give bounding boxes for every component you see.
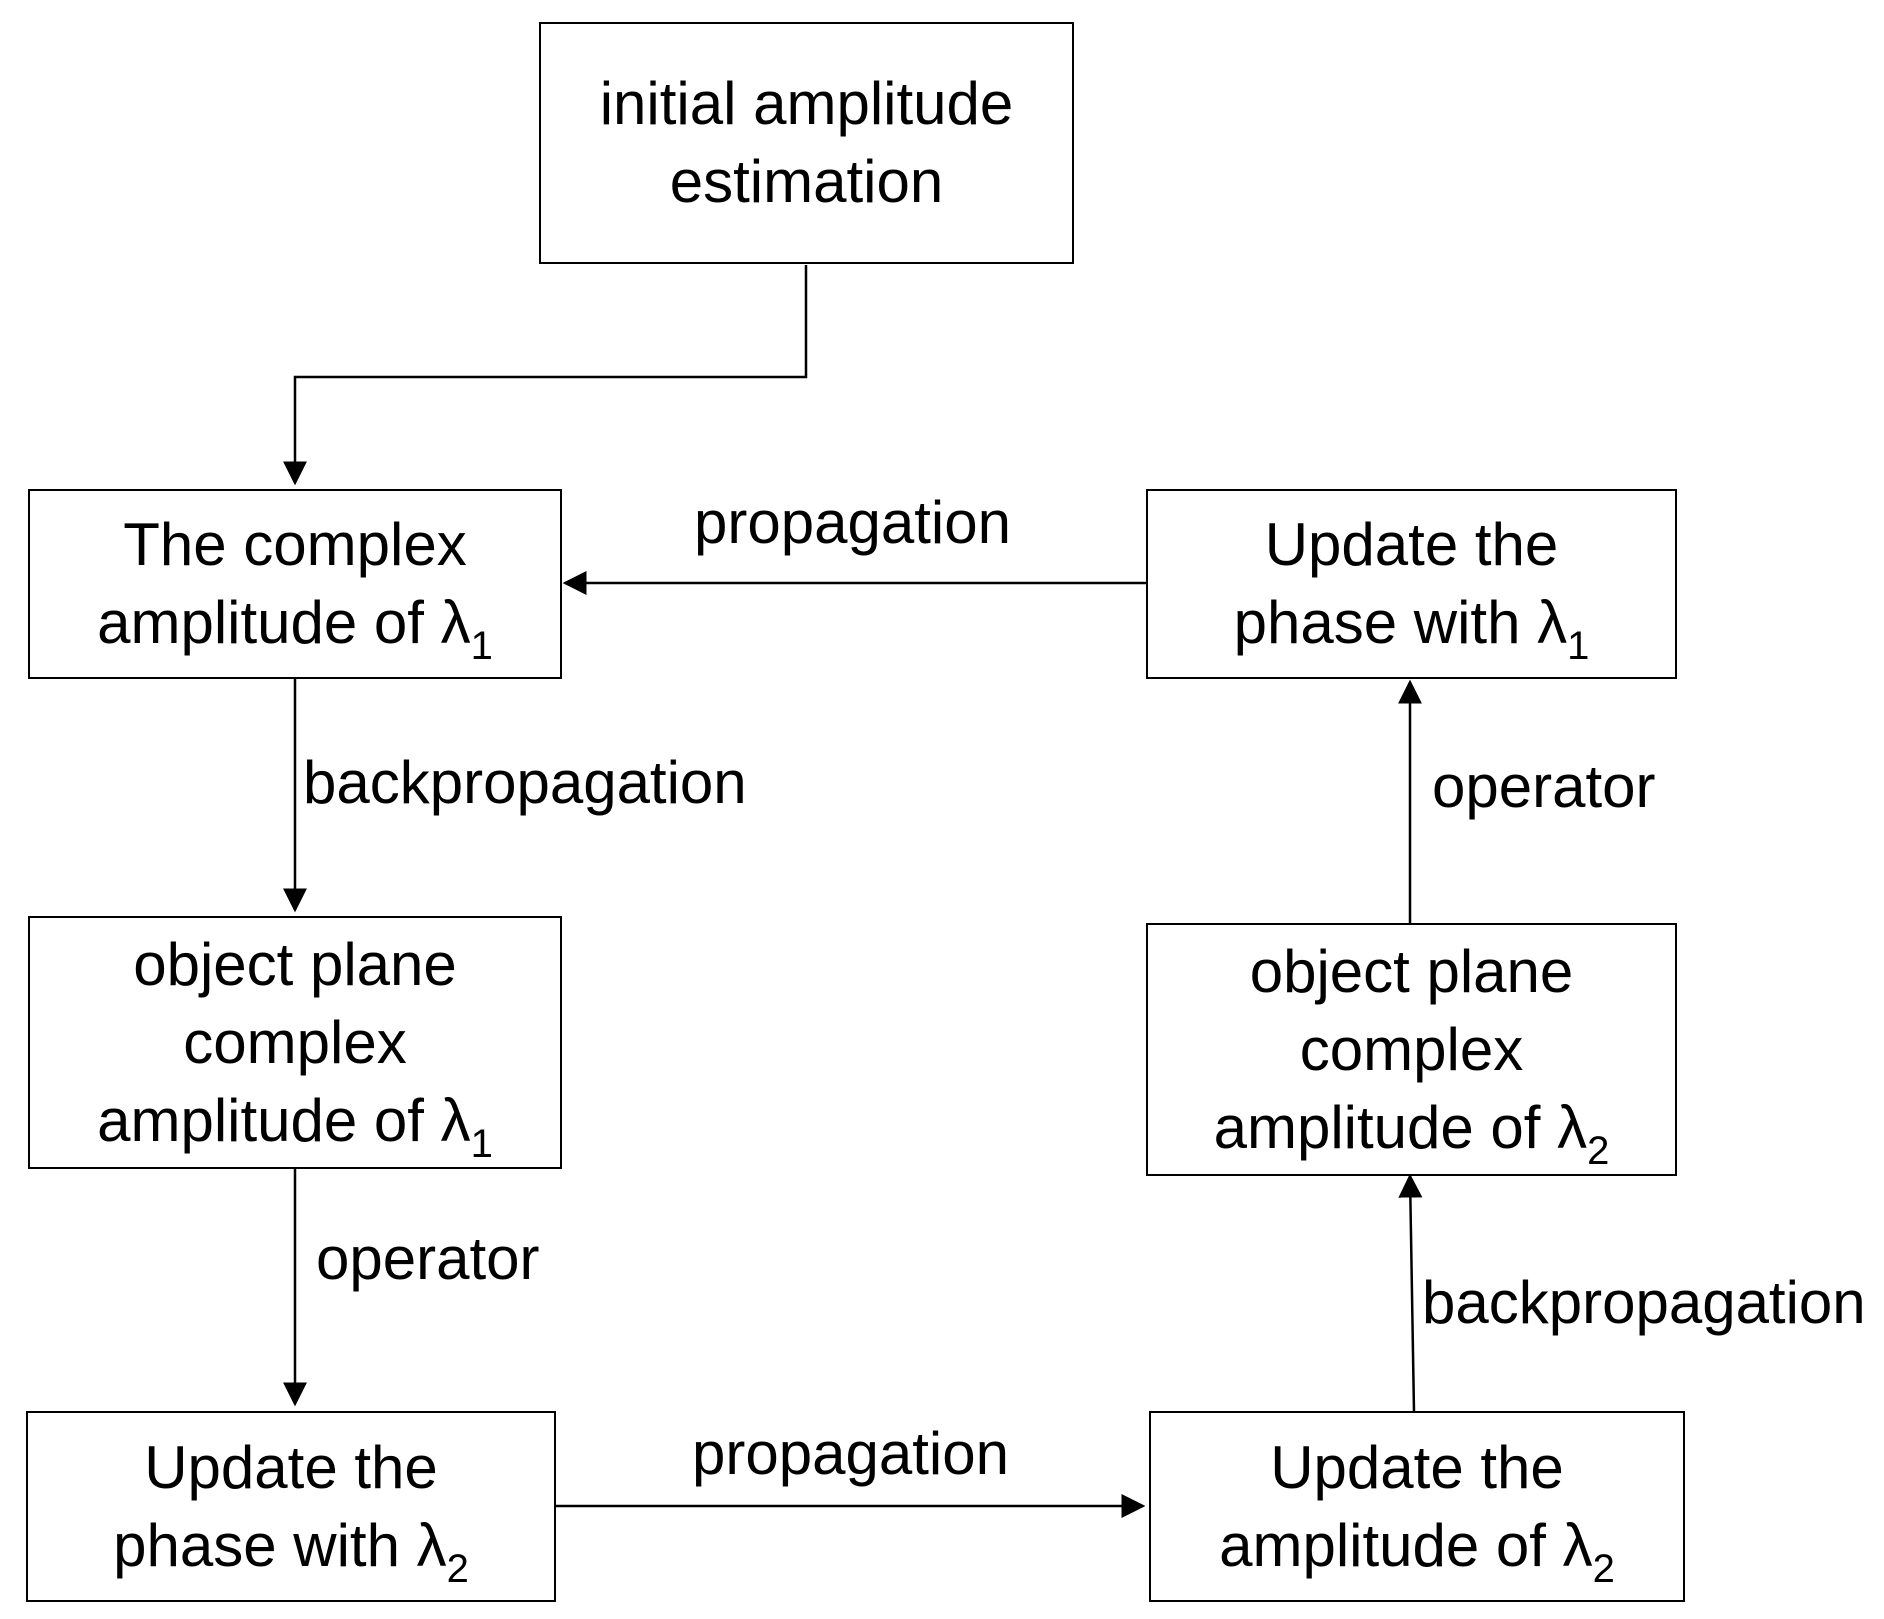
node-text: phase with λ bbox=[1233, 589, 1568, 656]
wavelength-subscript: 1 bbox=[470, 1121, 493, 1166]
node-text: The complex bbox=[123, 511, 467, 578]
node-text: phase with λ bbox=[113, 1511, 447, 1579]
node-text-line: initial amplitude bbox=[600, 65, 1014, 143]
wavelength-subscript: 1 bbox=[1567, 624, 1590, 668]
node-text: Update the bbox=[1270, 1433, 1564, 1501]
node-text: complex bbox=[1299, 1015, 1524, 1083]
node-initial-amplitude-estimation: initial amplitude estimation bbox=[539, 22, 1074, 264]
node-text: amplitude of λ bbox=[97, 589, 471, 656]
label-operator-right: operator bbox=[1432, 753, 1656, 820]
node-text: initial amplitude bbox=[599, 70, 1014, 137]
node-text-line: estimation bbox=[670, 143, 943, 221]
node-text-line: object plane bbox=[133, 926, 457, 1004]
wavelength-subscript: 2 bbox=[446, 1546, 469, 1591]
node-text: estimation bbox=[669, 148, 944, 215]
node-text: Update the bbox=[1264, 511, 1559, 578]
node-text-line: amplitude of λ2 bbox=[1219, 1507, 1615, 1589]
node-text: complex bbox=[183, 1008, 407, 1076]
node-text: Update the bbox=[144, 1433, 438, 1501]
node-text-line: phase with λ1 bbox=[1233, 584, 1590, 666]
node-text-line: amplitude of λ1 bbox=[97, 584, 493, 666]
wavelength-subscript: 2 bbox=[1587, 1128, 1610, 1173]
node-text-line: The complex bbox=[123, 506, 466, 584]
node-text: object plane bbox=[1249, 937, 1574, 1005]
node-text-line: complex bbox=[1300, 1011, 1523, 1089]
node-text-line: object plane bbox=[1250, 933, 1574, 1011]
label-operator-left: operator bbox=[316, 1225, 540, 1292]
arrow-initial-to-complex-l1 bbox=[283, 265, 808, 486]
node-text-line: amplitude of λ2 bbox=[1213, 1089, 1610, 1171]
label-backpropagation-left: backpropagation bbox=[303, 749, 747, 816]
node-text-line: Update the bbox=[1270, 1429, 1564, 1507]
node-text-line: amplitude of λ1 bbox=[97, 1082, 493, 1164]
node-text-line: Update the bbox=[1265, 506, 1559, 584]
label-backpropagation-right: backpropagation bbox=[1422, 1269, 1866, 1336]
node-text: object plane bbox=[133, 930, 457, 998]
arrow-update-amp-l2-to-object-l2 bbox=[1398, 1173, 1423, 1413]
node-text-line: complex bbox=[183, 1004, 406, 1082]
node-text: amplitude of λ bbox=[97, 1086, 471, 1154]
node-text-line: phase with λ2 bbox=[113, 1507, 469, 1589]
node-text: amplitude of λ bbox=[1219, 1511, 1593, 1579]
label-propagation-top: propagation bbox=[694, 489, 1011, 556]
node-text-line: Update the bbox=[144, 1429, 438, 1507]
wavelength-subscript: 2 bbox=[1592, 1546, 1615, 1591]
label-propagation-bottom: propagation bbox=[692, 1420, 1009, 1487]
wavelength-subscript: 1 bbox=[470, 624, 493, 668]
node-text: amplitude of λ bbox=[1213, 1093, 1588, 1161]
